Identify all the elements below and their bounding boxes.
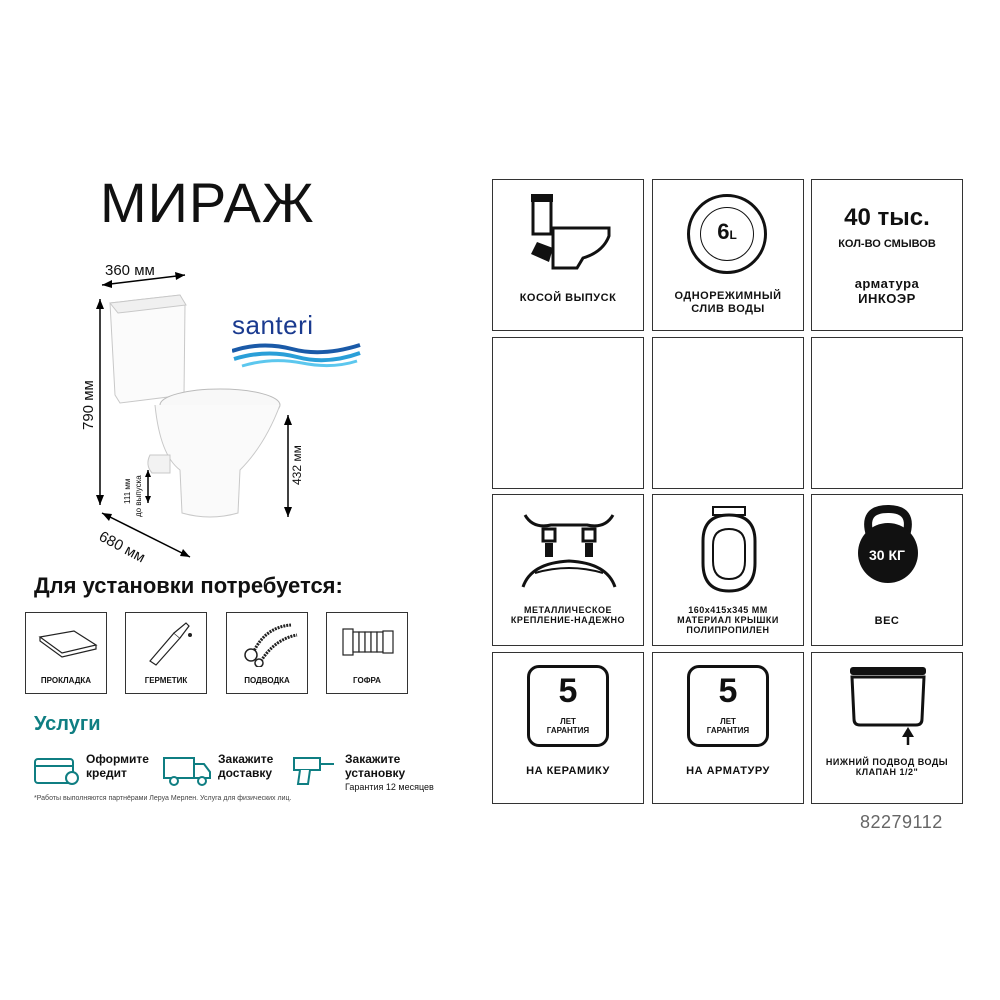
tile-label: НА АРМАТУРУ bbox=[686, 765, 770, 777]
outlet-height-dimension: 111 мм bbox=[123, 478, 132, 504]
services-title: Услуги bbox=[34, 713, 101, 735]
sealant-tube-icon bbox=[149, 622, 192, 666]
tile-flush-count: 40 тыс. КОЛ-ВО СМЫВОВ арматура ИНКОЭР bbox=[811, 179, 963, 331]
flex-hose-icon bbox=[244, 623, 298, 667]
fittings-brand: ИНКОЭР bbox=[858, 291, 916, 306]
tile-weight: 30 КГ ВЕС bbox=[811, 494, 963, 646]
req-corrugated: ГОФРА bbox=[326, 612, 408, 694]
warranty-badge: 5 ЛЕТ ГАРАНТИЯ bbox=[527, 665, 609, 747]
drill-icon bbox=[293, 757, 334, 785]
corrugated-pipe-icon bbox=[342, 628, 394, 656]
weight-value: 30 КГ bbox=[869, 547, 905, 563]
req-label: ГЕРМЕТИК bbox=[144, 676, 188, 685]
warranty-word: ЛЕТ ГАРАНТИЯ bbox=[546, 717, 590, 735]
brand-name: santeri bbox=[232, 310, 314, 340]
req-gasket: ПРОКЛАДКА bbox=[25, 612, 107, 694]
tile-label: МЕТАЛЛИЧЕСКОЕ КРЕПЛЕНИЕ-НАДЕЖНО bbox=[510, 605, 626, 625]
tile-label: НА КЕРАМИКУ bbox=[526, 765, 610, 777]
tile-label: ОДНОРЕЖИМНЫЙ СЛИВ ВОДЫ bbox=[674, 290, 782, 315]
lid-material: МАТЕРИАЛ КРЫШКИ ПОЛИПРОПИЛЕН bbox=[677, 615, 779, 635]
tile-label: КОСОЙ ВЫПУСК bbox=[519, 292, 617, 304]
req-label: ПОДВОДКА bbox=[244, 676, 290, 685]
warranty-years: 5 bbox=[558, 672, 578, 710]
warranty-years: 5 bbox=[718, 672, 738, 710]
width-dimension: 360 мм bbox=[105, 262, 155, 279]
flush-volume-value: 6 bbox=[717, 219, 730, 244]
tile-lid: 160х415х345 ММ МАТЕРИАЛ КРЫШКИ ПОЛИПРОПИ… bbox=[652, 494, 804, 646]
toilet-diagram bbox=[96, 272, 292, 558]
warranty-badge: 5 ЛЕТ ГАРАНТИЯ bbox=[687, 665, 769, 747]
kettlebell-icon bbox=[858, 505, 918, 583]
gasket-icon bbox=[38, 630, 98, 658]
wave-icon bbox=[231, 343, 361, 368]
product-title: МИРАЖ bbox=[100, 171, 315, 234]
santeri-logo: santeri bbox=[231, 310, 362, 370]
metal-mount-icon bbox=[521, 514, 617, 588]
delivery-truck-icon bbox=[163, 757, 211, 786]
cistern-inlet-icon bbox=[850, 667, 926, 745]
flush-volume-ring: 6L bbox=[687, 194, 767, 274]
tile-empty-1 bbox=[492, 337, 644, 489]
tile-warranty-fittings: 5 ЛЕТ ГАРАНТИЯ НА АРМАТУРУ bbox=[652, 652, 804, 804]
req-label: ГОФРА bbox=[353, 676, 381, 685]
flush-volume-unit: L bbox=[729, 228, 737, 242]
fittings-label: арматура bbox=[854, 276, 920, 291]
service-installation-sub: Гарантия 12 месяцев bbox=[345, 782, 434, 792]
tile-label: НИЖНИЙ ПОДВОД ВОДЫ КЛАПАН 1/2" bbox=[825, 757, 949, 777]
oblique-toilet-icon bbox=[531, 194, 611, 270]
tile-metal-mount: МЕТАЛЛИЧЕСКОЕ КРЕПЛЕНИЕ-НАДЕЖНО bbox=[492, 494, 644, 646]
service-installation[interactable]: Закажите установку Гарантия 12 месяцев bbox=[345, 752, 445, 794]
tile-warranty-ceramic: 5 ЛЕТ ГАРАНТИЯ НА КЕРАМИКУ bbox=[492, 652, 644, 804]
req-label: ПРОКЛАДКА bbox=[40, 676, 92, 685]
lid-size: 160х415х345 ММ bbox=[688, 605, 768, 615]
tile-label: ВЕС bbox=[874, 615, 900, 627]
tile-empty-3 bbox=[811, 337, 963, 489]
service-delivery[interactable]: Закажите доставку bbox=[218, 752, 274, 780]
tile-water-inlet: НИЖНИЙ ПОДВОД ВОДЫ КЛАПАН 1/2" bbox=[811, 652, 963, 804]
tile-flush-mode: 6L ОДНОРЕЖИМНЫЙ СЛИВ ВОДЫ bbox=[652, 179, 804, 331]
height-dimension: 790 мм bbox=[80, 380, 97, 430]
req-sealant: ГЕРМЕТИК bbox=[125, 612, 207, 694]
service-credit[interactable]: Оформите кредит bbox=[86, 752, 149, 780]
outlet-caption: до выпуска bbox=[134, 475, 143, 517]
credit-card-icon bbox=[34, 758, 79, 785]
flush-count-label: КОЛ-ВО СМЫВОВ bbox=[838, 238, 936, 250]
requirements-title: Для установки потребуется: bbox=[34, 573, 343, 598]
req-hose: ПОДВОДКА bbox=[226, 612, 308, 694]
warranty-word: ЛЕТ ГАРАНТИЯ bbox=[706, 717, 750, 735]
product-code: 82279112 bbox=[860, 812, 943, 832]
flush-count-value: 40 тыс. bbox=[844, 204, 930, 231]
tile-empty-2 bbox=[652, 337, 804, 489]
toilet-seat-icon bbox=[701, 506, 757, 593]
service-installation-label: Закажите установку bbox=[345, 752, 406, 780]
services-footnote: *Работы выполняются партнёрами Леруа Мер… bbox=[34, 795, 292, 802]
bowl-height-dimension: 432 мм bbox=[290, 445, 304, 485]
tile-oblique-outlet: КОСОЙ ВЫПУСК bbox=[492, 179, 644, 331]
